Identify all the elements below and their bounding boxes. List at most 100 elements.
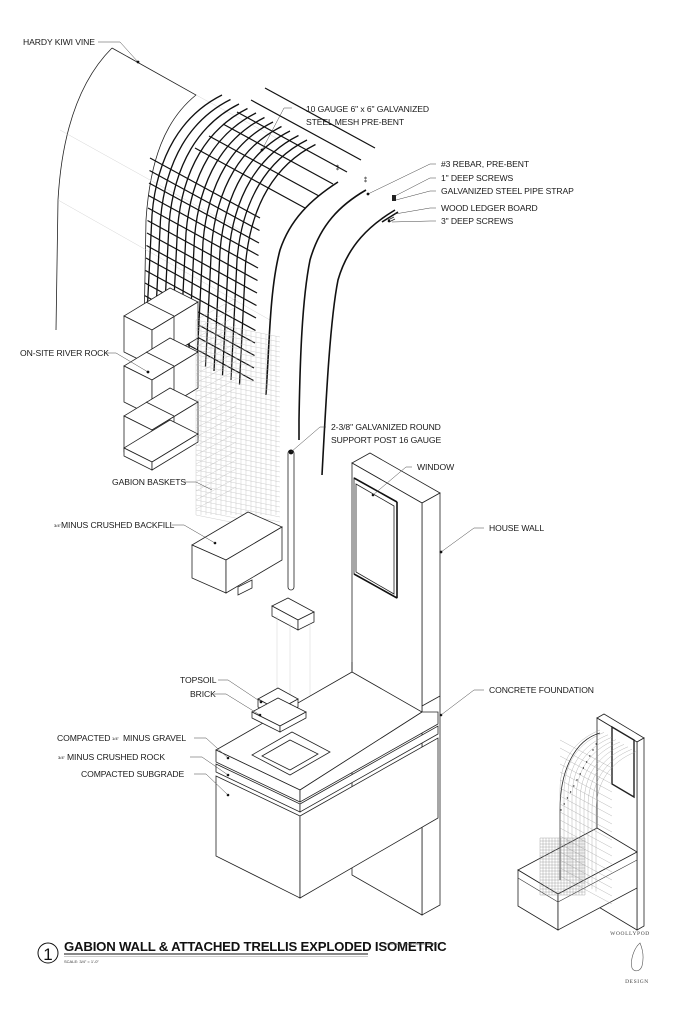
mesh-cross-wire <box>148 194 259 257</box>
label-steel-mesh-line2: STEEL MESH PRE-BENT <box>306 117 405 127</box>
gabion-wire-h <box>195 429 281 448</box>
gabion-wire-d <box>195 450 237 474</box>
mini-vine-node <box>566 797 569 799</box>
gabion-wire-h <box>195 399 281 418</box>
gabion-wire-h <box>195 469 281 488</box>
fraction-backfill: 3/4" <box>54 523 62 528</box>
mini-mesh-cross <box>559 835 613 865</box>
mini-mesh-cross <box>559 771 613 801</box>
gabion-wire-h <box>195 414 281 433</box>
gabion-wire-h <box>195 394 281 413</box>
gabion-wire-h <box>195 459 281 478</box>
mini-mesh-cross <box>559 779 613 809</box>
woollypod-stamp: WOOLLYPOD DESIGN <box>610 931 650 985</box>
pipe-strap-and-screws <box>381 195 399 223</box>
river-rock-stack <box>123 287 199 471</box>
rock-box-seam <box>145 301 175 317</box>
mesh-wire <box>213 130 291 372</box>
label-compacted-gravel-pre: COMPACTED <box>57 733 110 743</box>
mini-mesh-cross <box>559 755 613 785</box>
mesh-cross-wire <box>236 111 348 173</box>
mesh-cross-wire <box>145 269 256 332</box>
mini-mesh-cross <box>559 851 613 881</box>
gabion-wire-d <box>195 486 237 510</box>
gabion-wire-h <box>195 364 281 383</box>
rock-box-seam <box>145 401 175 417</box>
mesh-cross-wire <box>148 182 260 244</box>
mini-mesh-cross <box>559 819 613 849</box>
gabion-wire-h <box>195 339 281 358</box>
gabion-wire-h <box>195 389 281 408</box>
gabion-wire-h <box>195 419 281 438</box>
mesh-wire <box>204 125 282 367</box>
mesh-cross-wire <box>208 135 320 197</box>
drawing-scale: SCALE: 3/4" = 1'-0" <box>64 959 99 964</box>
fraction-crushed-rock: 3/4" <box>58 755 66 760</box>
label-support-post-line2: SUPPORT POST 16 GAUGE <box>331 435 442 445</box>
ledger-block <box>271 597 315 720</box>
label-compacted-gravel: MINUS GRAVEL <box>123 733 186 743</box>
label-river-rock: ON-SITE RIVER ROCK <box>20 348 109 358</box>
mini-vine-node <box>560 809 562 811</box>
gabion-wire-h <box>195 479 281 498</box>
label-compacted-subgrade: COMPACTED SUBGRADE <box>81 769 184 779</box>
gabion-baskets <box>195 297 281 533</box>
label-gabion-baskets: GABION BASKETS <box>112 477 186 487</box>
title-block: 1 GABION WALL & ATTACHED TRELLIS EXPLODE… <box>37 939 447 964</box>
gabion-wire-h <box>195 379 281 398</box>
mini-vine-node <box>563 803 565 805</box>
label-steel-mesh-line1: 10 GAUGE 6" x 6" GALVANIZED <box>306 104 429 114</box>
gabion-wire-h <box>195 319 281 338</box>
mini-vine-node <box>595 743 597 745</box>
gabion-wire-d <box>195 477 237 501</box>
gabion-wire-d <box>195 342 237 366</box>
gabion-wire-d <box>195 315 237 339</box>
mesh-wire <box>153 98 231 340</box>
drawing-number-badge <box>37 942 59 964</box>
label-window: WINDOW <box>417 462 455 472</box>
mini-assembled-view <box>517 713 645 931</box>
concrete-foundation <box>215 662 443 899</box>
mesh-cross-wire <box>250 99 362 161</box>
label-house-wall: HOUSE WALL <box>489 523 544 533</box>
drawing-title: GABION WALL & ATTACHED TRELLIS EXPLODED … <box>64 939 447 954</box>
gabion-wire-h <box>195 369 281 388</box>
rock-base-front <box>151 433 199 471</box>
mini-mesh-cross <box>559 827 613 857</box>
gabion-wire-d <box>195 432 237 456</box>
gabion-wire-h <box>195 374 281 393</box>
label-hardy-kiwi-vine: HARDY KIWI VINE <box>23 37 95 47</box>
mini-vine-node <box>589 755 591 757</box>
gabion-wire-h <box>195 334 281 353</box>
mini-mesh-cross <box>559 867 613 897</box>
mesh-wire <box>230 139 308 381</box>
callout-labels: HARDY KIWI VINE 10 GAUGE 6" x 6" GALVANI… <box>20 37 594 779</box>
gabion-wire-h <box>195 484 281 503</box>
label-crushed-backfill: MINUS CRUSHED BACKFILL <box>61 520 175 530</box>
mesh-cross-wire <box>146 232 258 294</box>
mini-mesh-cross <box>559 795 613 825</box>
mesh-wire <box>196 121 274 363</box>
window <box>353 477 398 599</box>
gabion-wire-d <box>195 405 237 429</box>
gabion-wire-d <box>195 360 237 384</box>
svg-text:WOOLLYPOD: WOOLLYPOD <box>610 931 650 937</box>
label-topsoil: TOPSOIL <box>180 675 217 685</box>
gabion-wire-d <box>195 468 237 492</box>
gabion-wire-h <box>195 359 281 378</box>
gabion-wire-h <box>195 384 281 403</box>
crushed-backfill-block <box>191 511 283 596</box>
mesh-cross-wire <box>149 157 261 219</box>
gabion-wire-d <box>195 378 237 402</box>
gabion-wire-h <box>195 454 281 473</box>
rebar-pre-bent: ⁑ ⁑ <box>265 165 396 476</box>
gabion-wire-d <box>195 441 237 465</box>
gabion-wire-d <box>195 414 237 438</box>
gabion-wire-h <box>195 439 281 458</box>
label-brick: BRICK <box>190 689 216 699</box>
mini-vine-node <box>592 749 594 751</box>
svg-text:DESIGN: DESIGN <box>625 979 649 985</box>
steel-mesh <box>143 87 376 385</box>
mesh-cross-wire <box>194 147 306 209</box>
